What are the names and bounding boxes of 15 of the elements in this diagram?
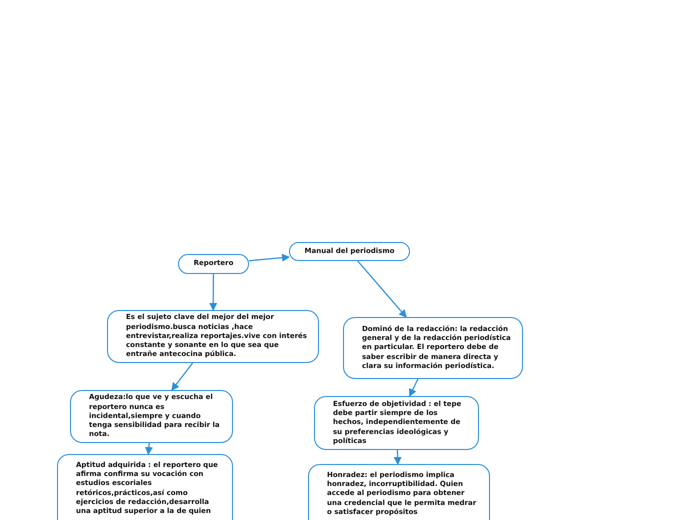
arrow [394, 450, 402, 465]
arrow [357, 260, 407, 318]
arrow [248, 254, 290, 262]
text-box [70, 390, 233, 443]
text-box [343, 317, 523, 379]
text-box [308, 464, 490, 520]
text-box [314, 396, 479, 450]
text-box [107, 310, 319, 363]
arrow [409, 378, 418, 397]
arrow [171, 362, 194, 391]
text-box [289, 242, 410, 261]
text-box [57, 454, 233, 520]
arrow [209, 274, 218, 311]
arrow [144, 442, 153, 455]
text-box [178, 254, 249, 274]
